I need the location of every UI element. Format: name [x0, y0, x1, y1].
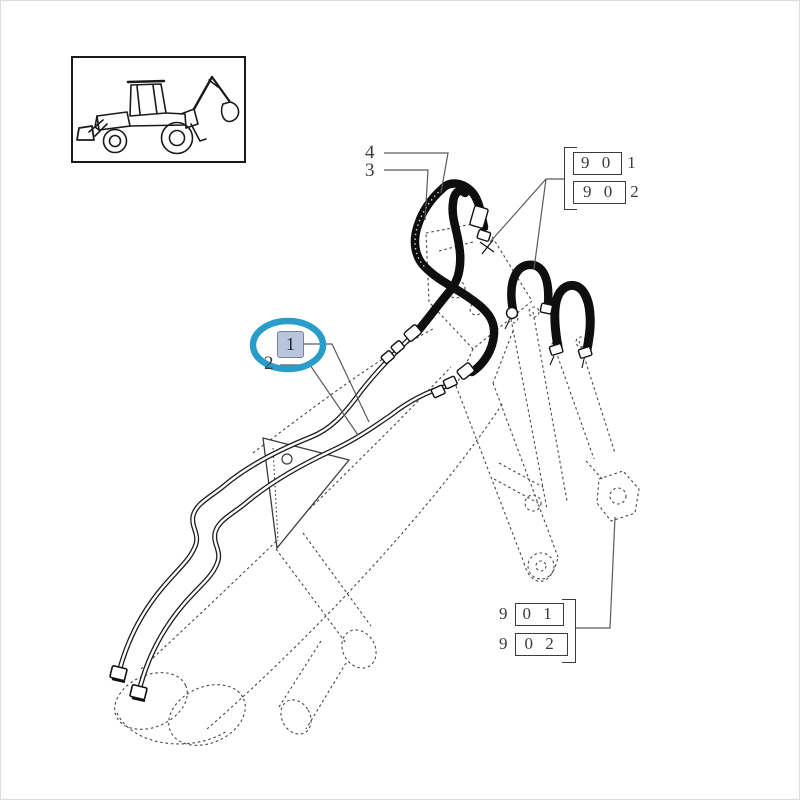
hose-u-left: [507, 260, 553, 315]
right-bracket: [562, 599, 576, 663]
ref-prefix-901: 9: [499, 604, 510, 623]
reference-group-top: 9 0 1 9 0 2: [564, 146, 659, 212]
hose-u-right: [550, 280, 595, 355]
pipe-part-2: [136, 383, 450, 694]
ref-suffix-901: 1: [627, 153, 638, 172]
pipe-part-2-inner: [137, 384, 449, 693]
leader-part-3: [384, 169, 429, 221]
pipe-part-1-inner: [117, 336, 412, 674]
ref-suffix-902: 2: [630, 182, 641, 201]
left-bracket: [564, 147, 577, 210]
callout-part-2: 2: [264, 353, 274, 374]
callout-part-4: 4: [365, 142, 375, 163]
reference-group-bottom: 9 0 1 9 0 2: [499, 597, 589, 665]
leader-part-4: [384, 152, 449, 194]
pipe-end-fittings: [109, 665, 148, 703]
highlight-ellipse: [249, 317, 327, 373]
leader-ref-bottom: [576, 516, 616, 629]
backhoe-loader-icon: [76, 75, 240, 155]
ref-box-902-bottom: 0 2: [514, 632, 568, 656]
callout-part-1-highlighted: 1: [277, 331, 304, 358]
pipe-part-1: [116, 335, 413, 675]
machine-thumbnail-box: [71, 56, 246, 163]
callout-part-1-label: 1: [286, 334, 295, 354]
hose-rib-texture: [414, 188, 443, 269]
leader-ref-top: [489, 178, 564, 270]
ref-box-901-bottom: 0 1: [514, 602, 564, 626]
hose-part-3: [412, 186, 470, 337]
ref-box-902: 9 0: [573, 180, 627, 204]
ref-box-901: 9 0: [573, 151, 623, 175]
leader-part-1: [304, 343, 370, 423]
boom-bracket-plate: [262, 437, 351, 550]
callout-part-3: 3: [365, 160, 375, 181]
ref-prefix-902: 9: [499, 634, 510, 653]
boom-dashed-outline: [114, 221, 640, 746]
hose-fittings: [380, 205, 593, 399]
leader-lines: [280, 152, 616, 629]
rigid-pipes: [116, 335, 450, 694]
